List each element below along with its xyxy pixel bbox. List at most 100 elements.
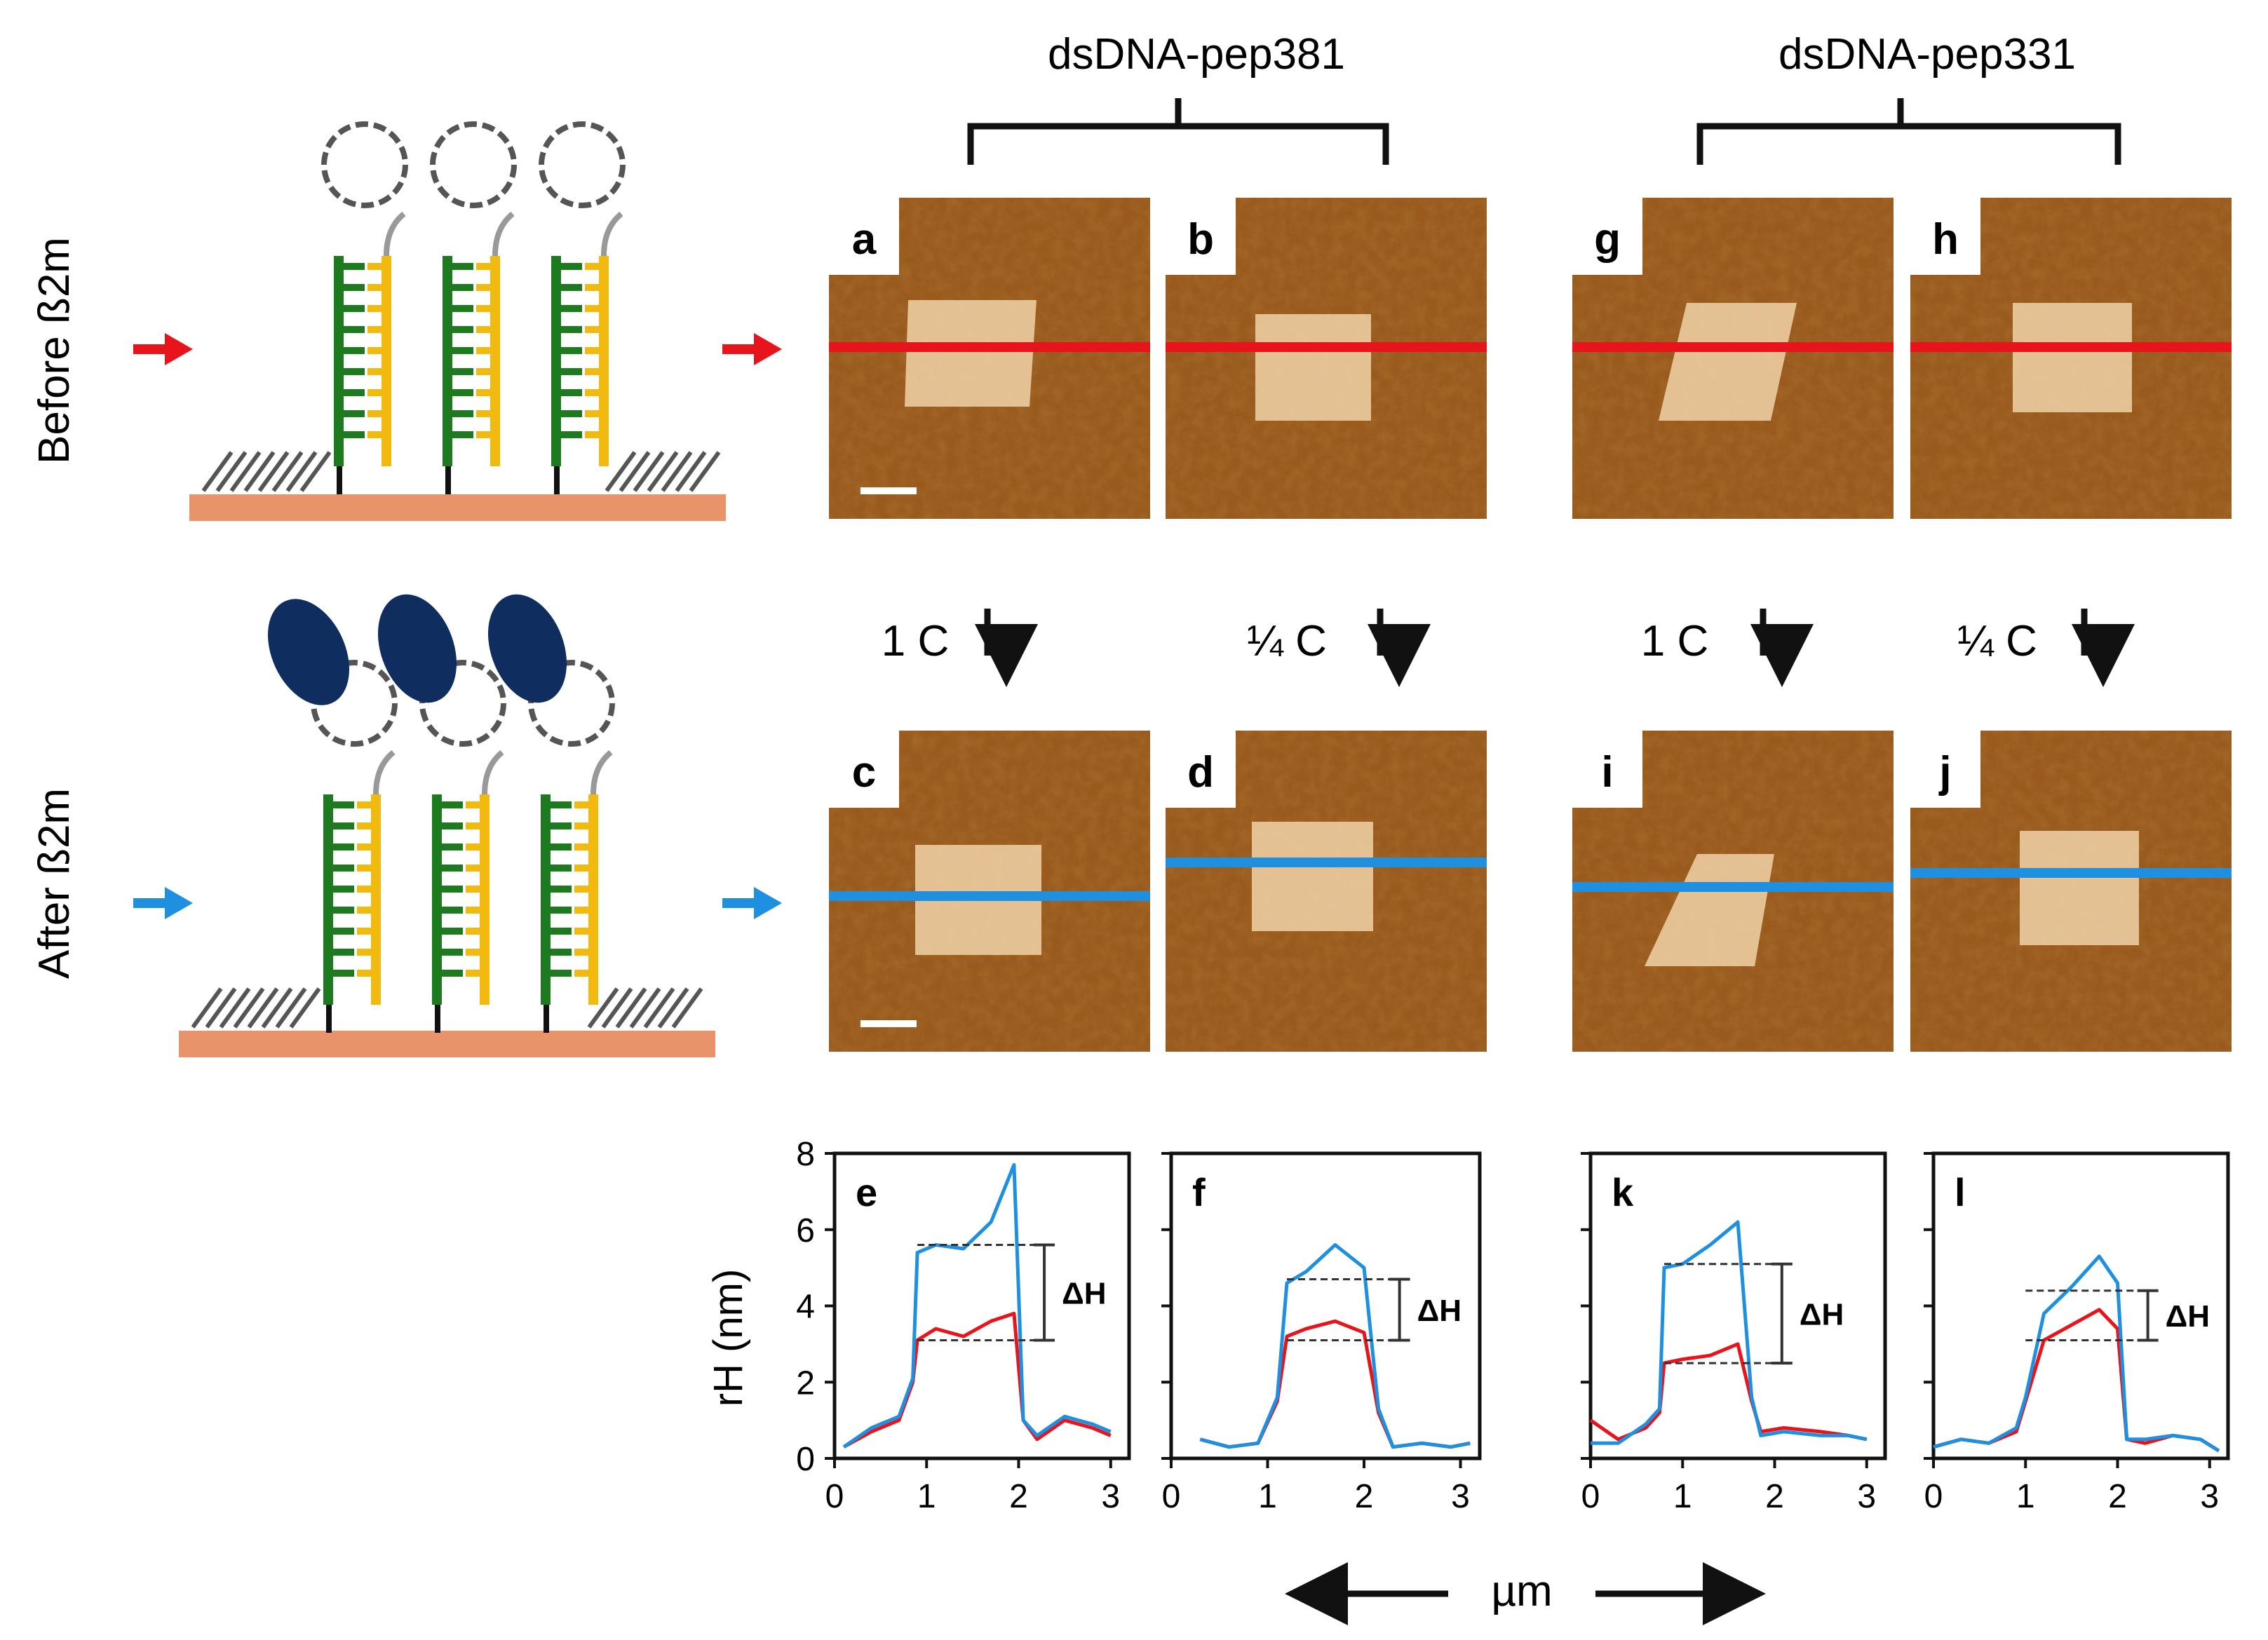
x-tick-label: 2 (1355, 1478, 1374, 1515)
x-tick-label: 1 (1258, 1478, 1277, 1515)
x-tick-label: 0 (1581, 1478, 1600, 1515)
afm-patch (1252, 822, 1373, 931)
x-tick-label: 1 (1673, 1478, 1692, 1515)
afm-patch (2013, 303, 2132, 412)
y-tick-label: 2 (796, 1364, 815, 1402)
height-profiles: 0 1 2 3 0 2 4 6 8 eΔH 0 1 2 3 fΔH 0 1 2 3 kΔH 0 1 2 3 lΔH (796, 1136, 2230, 1515)
series-blue (842, 1163, 1112, 1449)
y-tick-label: 8 (796, 1136, 815, 1173)
afm-panel-i: i (1572, 731, 1894, 1052)
row-label-before: Before ß2m (30, 237, 79, 464)
delta-bracket (2137, 1289, 2159, 1342)
x-unit-arrow: µm (1285, 1562, 1766, 1625)
delta-h-label: ΔH (1062, 1276, 1106, 1310)
chart-e: 0 1 2 3 0 2 4 6 8 eΔH (796, 1136, 1131, 1515)
y-tick-label: 0 (796, 1441, 815, 1478)
panel-letter-h: h (1932, 215, 1959, 264)
conc-label-c: 1 C (882, 617, 949, 665)
afm-panel-a: a (829, 198, 1150, 519)
afm-panel-j: j (1910, 731, 2232, 1052)
delta-h-label: ΔH (1417, 1294, 1462, 1328)
afm-patch (1659, 303, 1797, 421)
x-tick-label: 2 (2108, 1478, 2127, 1515)
chart-f: 0 1 2 3 fΔH (1161, 1151, 1482, 1515)
panel-letter-a: a (852, 215, 877, 264)
afm-patch (2020, 831, 2139, 945)
panel-letter-j: j (1938, 748, 1951, 797)
chart-letter-e: e (856, 1170, 877, 1214)
after-arrow-left (133, 887, 193, 919)
group-label-pep381: dsDNA-pep381 (1048, 30, 1345, 79)
panel-label-box (829, 731, 899, 808)
group-label-pep331: dsDNA-pep331 (1778, 30, 2076, 79)
gold-surface-after (179, 1031, 715, 1057)
x-tick-label: 3 (1857, 1478, 1876, 1515)
chart-l: 0 1 2 3 lΔH (1924, 1151, 2230, 1515)
chart-letter-k: k (1612, 1170, 1634, 1214)
x-tick-label: 0 (1162, 1478, 1181, 1515)
afm-panel-g: g (1572, 198, 1894, 519)
panel-label-box (1572, 731, 1642, 808)
x-tick-label: 1 (2016, 1478, 2035, 1515)
schematic-before (189, 121, 726, 521)
x-tick-label: 0 (825, 1478, 844, 1515)
panel-letter-c: c (852, 748, 876, 797)
bracket-pep331 (1696, 98, 2121, 165)
x-tick-label: 2 (1765, 1478, 1784, 1515)
panel-letter-i: i (1601, 748, 1613, 797)
protein-b2m-2 (377, 594, 457, 703)
series-blue (1591, 1220, 1868, 1445)
afm-panel-h: h (1910, 198, 2232, 519)
delta-h-label: ΔH (1800, 1297, 1844, 1331)
bracket-pep381 (967, 98, 1389, 165)
before-arrow-left (133, 333, 193, 365)
chart-k: 0 1 2 3 kΔH (1581, 1151, 1887, 1515)
before-arrow-right (722, 333, 782, 365)
delta-bracket (1771, 1262, 1793, 1365)
afm-panel-d: d (1166, 731, 1487, 1052)
x-tick-label: 3 (2200, 1478, 2219, 1515)
conc-label-j: ¼ C (1957, 617, 2037, 665)
panel-letter-b: b (1187, 215, 1214, 264)
afm-patch (905, 300, 1037, 407)
delta-bracket (1034, 1243, 1055, 1342)
afm-patch (1255, 314, 1371, 421)
panel-label-box (1910, 198, 1980, 275)
after-arrow-right (722, 887, 782, 919)
chart-letter-f: f (1192, 1170, 1206, 1214)
protein-b2m-1 (267, 599, 350, 705)
afm-panel-b: b (1166, 198, 1487, 519)
y-tick-label: 4 (796, 1289, 815, 1326)
x-tick-label: 0 (1924, 1478, 1943, 1515)
x-tick-label: 1 (917, 1478, 936, 1515)
protein-b2m-3 (487, 594, 567, 703)
ylabel: rH (nm) (706, 1269, 751, 1407)
panel-label-box (1166, 731, 1236, 808)
conc-label-d: ¼ C (1247, 617, 1327, 665)
xlabel: µm (1491, 1567, 1552, 1615)
panel-label-box (1166, 198, 1236, 275)
series-red (1589, 1342, 1868, 1442)
series-blue (1933, 1254, 2220, 1453)
panel-label-box (1572, 198, 1642, 275)
series-blue (1199, 1243, 1471, 1449)
panel-label-box (1910, 731, 1980, 808)
y-tick-label: 6 (796, 1212, 815, 1249)
gold-surface (189, 494, 726, 521)
panel-letter-g: g (1594, 215, 1621, 264)
x-tick-label: 2 (1009, 1478, 1028, 1515)
afm-images: a b g h c d i j (829, 198, 2232, 1052)
x-tick-label: 3 (1451, 1478, 1470, 1515)
afm-panel-c: c (829, 731, 1150, 1052)
x-tick-label: 3 (1101, 1478, 1120, 1515)
series-red (842, 1311, 1112, 1449)
row-label-after: After ß2m (30, 788, 79, 979)
delta-h-label: ΔH (2166, 1299, 2210, 1334)
panel-letter-d: d (1187, 748, 1214, 797)
conc-label-i: 1 C (1641, 617, 1708, 665)
concentration-labels: 1 C ¼ C 1 C ¼ C (882, 609, 2135, 687)
chart-letter-l: l (1955, 1170, 1966, 1214)
schematic-after (179, 594, 715, 1057)
panel-label-box (829, 198, 899, 275)
